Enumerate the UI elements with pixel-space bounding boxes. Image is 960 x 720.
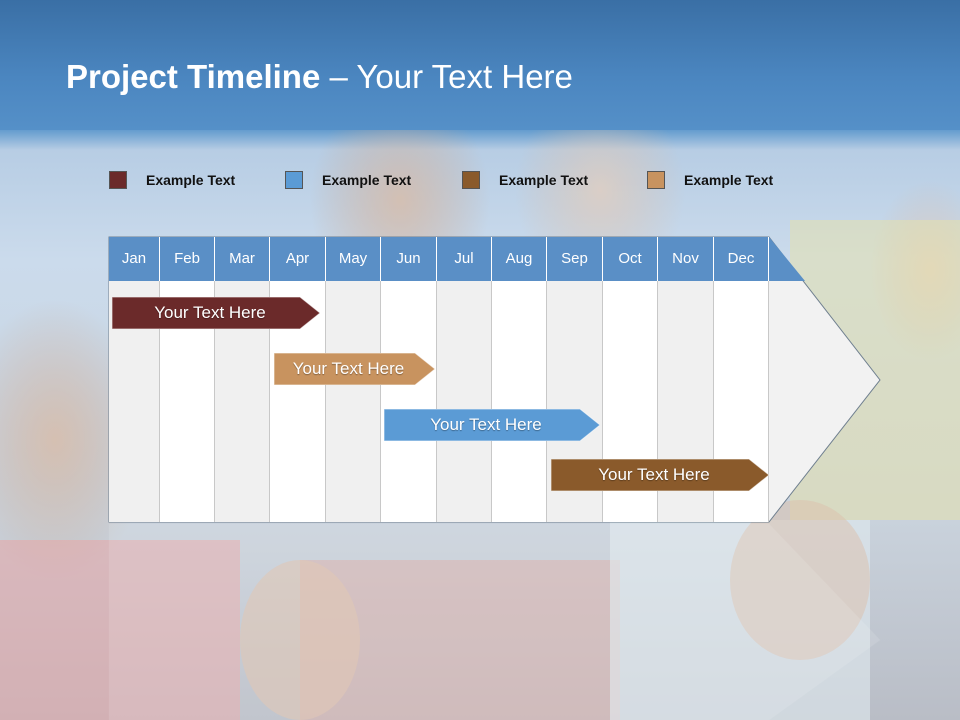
month-header-jan: Jan — [109, 237, 160, 281]
title-bold: Project Timeline — [66, 58, 321, 95]
task-arrow-shape — [384, 409, 600, 441]
task-label: Your Text Here — [598, 465, 710, 484]
task-bar: Your Text Here — [112, 297, 320, 329]
legend-label: Example Text — [322, 172, 412, 188]
task-label: Your Text Here — [154, 303, 266, 322]
task-arrow-shape — [112, 297, 320, 329]
month-header-may: May — [326, 237, 381, 281]
legend-label: Example Text — [499, 172, 589, 188]
slide-title: Project Timeline – Your Text Here — [66, 58, 573, 96]
title-bar — [0, 0, 960, 130]
task-bar: Your Text Here — [274, 353, 435, 385]
month-header-jun: Jun — [381, 237, 437, 281]
month-header-sep: Sep — [547, 237, 603, 281]
legend-swatch — [285, 171, 303, 189]
month-header-jul: Jul — [437, 237, 492, 281]
month-header-aug: Aug — [492, 237, 547, 281]
task-arrow-shape — [274, 353, 435, 385]
month-column — [381, 281, 437, 522]
legend-swatch — [647, 171, 665, 189]
month-header-nov: Nov — [658, 237, 714, 281]
legend-swatch — [462, 171, 480, 189]
task-arrow-shape — [551, 459, 769, 491]
month-header-feb: Feb — [160, 237, 215, 281]
legend-label: Example Text — [146, 172, 236, 188]
month-header-oct: Oct — [603, 237, 658, 281]
month-header-apr: Apr — [270, 237, 326, 281]
month-header-dec: Dec — [714, 237, 769, 281]
month-column — [492, 281, 547, 522]
legend-label: Example Text — [684, 172, 774, 188]
legend: Example Text Example Text Example Text E… — [0, 170, 960, 194]
month-header-mar: Mar — [215, 237, 270, 281]
legend-swatch — [109, 171, 127, 189]
task-label: Your Text Here — [292, 359, 405, 378]
task-bar: Your Text Here — [384, 409, 600, 441]
month-column — [437, 281, 492, 522]
month-column — [326, 281, 381, 522]
task-label: Your Text Here — [430, 415, 542, 434]
title-rest: – Your Text Here — [320, 58, 573, 95]
task-bar: Your Text Here — [551, 459, 769, 491]
